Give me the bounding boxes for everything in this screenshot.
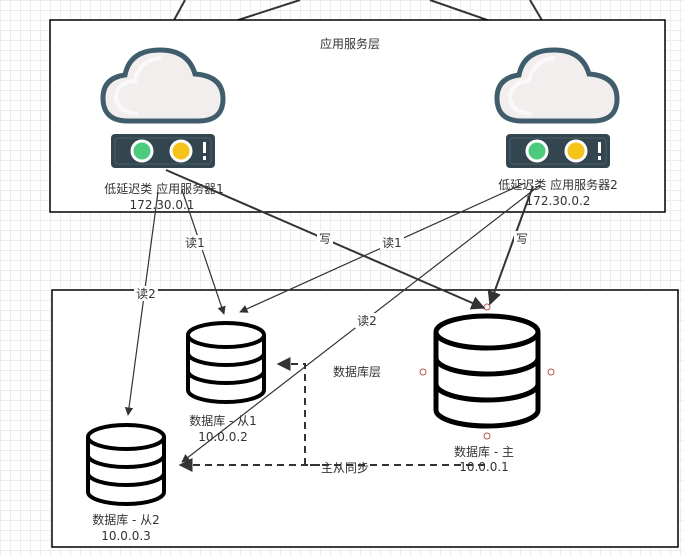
database-icon <box>433 313 541 429</box>
database-slave-2[interactable] <box>86 423 166 506</box>
edge-label-write-s2: 写 <box>516 232 528 246</box>
server-2-ip: 172.30.0.2 <box>526 194 591 208</box>
server-rack-icon <box>111 134 215 168</box>
db-slave-1-name: 数据库 - 从1 <box>189 413 257 428</box>
server-2-name: 低延迟类 应用服务器2 <box>498 177 617 192</box>
database-master[interactable] <box>433 313 541 429</box>
edge-label-sync: 主从同步 <box>321 461 369 475</box>
edge-s2-write <box>487 185 534 306</box>
server-rack-icon <box>506 134 610 168</box>
edge-label-read2-s2: 读2 <box>357 314 377 328</box>
edge-s1-read2 <box>124 191 159 416</box>
app-layer-title: 应用服务层 <box>320 36 380 51</box>
edge-s1-read1 <box>181 189 226 315</box>
database-icon <box>86 423 166 506</box>
app-server-1[interactable]: 低延迟类 应用服务器1 172.30.0.1 <box>103 50 224 212</box>
edge-sync <box>276 357 485 466</box>
db-slave-1-ip: 10.0.0.2 <box>198 430 248 444</box>
app-server-2[interactable]: 低延迟类 应用服务器2 172.30.0.2 <box>497 50 618 208</box>
server-1-ip: 172.30.0.1 <box>130 198 195 212</box>
db-slave-2-name: 数据库 - 从2 <box>92 512 160 527</box>
edge-label-write-s1: 写 <box>319 232 331 246</box>
connection-points <box>419 303 555 440</box>
edge-label-read2-s1: 读2 <box>136 287 156 301</box>
edge-label-read1-s2: 读1 <box>382 236 402 250</box>
database-slave-1[interactable] <box>186 321 266 404</box>
db-layer-container <box>51 289 679 548</box>
edge-label-read1-s1: 读1 <box>185 236 205 250</box>
database-icon <box>186 321 266 404</box>
edge-labels: 读1 读2 写 读1 读2 写 主从同步 <box>134 231 530 475</box>
db-slave-2-ip: 10.0.0.3 <box>101 529 151 543</box>
server-1-name: 低延迟类 应用服务器1 <box>104 181 223 196</box>
db-layer-title: 数据库层 <box>333 364 381 379</box>
db-master-name: 数据库 - 主 <box>454 444 514 459</box>
db-master-ip: 10.0.0.1 <box>459 460 509 474</box>
